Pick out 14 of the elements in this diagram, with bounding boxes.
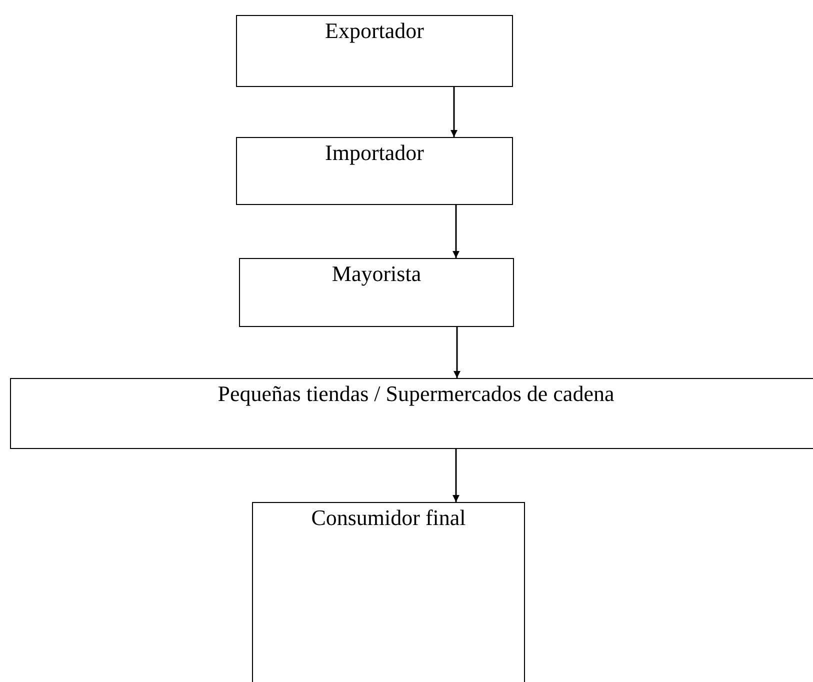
process-box xyxy=(236,15,513,87)
box-label: Consumidor final xyxy=(311,505,466,531)
box-label: Pequeñas tiendas / Supermercados de cadena xyxy=(218,381,614,407)
arrow xyxy=(452,205,460,258)
process-box xyxy=(252,502,525,682)
arrow xyxy=(450,87,458,137)
box-label: Importador xyxy=(325,140,424,166)
arrow xyxy=(452,449,460,502)
process-box xyxy=(236,137,513,205)
process-box xyxy=(10,378,813,449)
box-label: Exportador xyxy=(325,18,424,44)
process-box xyxy=(239,258,514,327)
arrow xyxy=(454,327,460,378)
box-label: Mayorista xyxy=(332,261,422,287)
